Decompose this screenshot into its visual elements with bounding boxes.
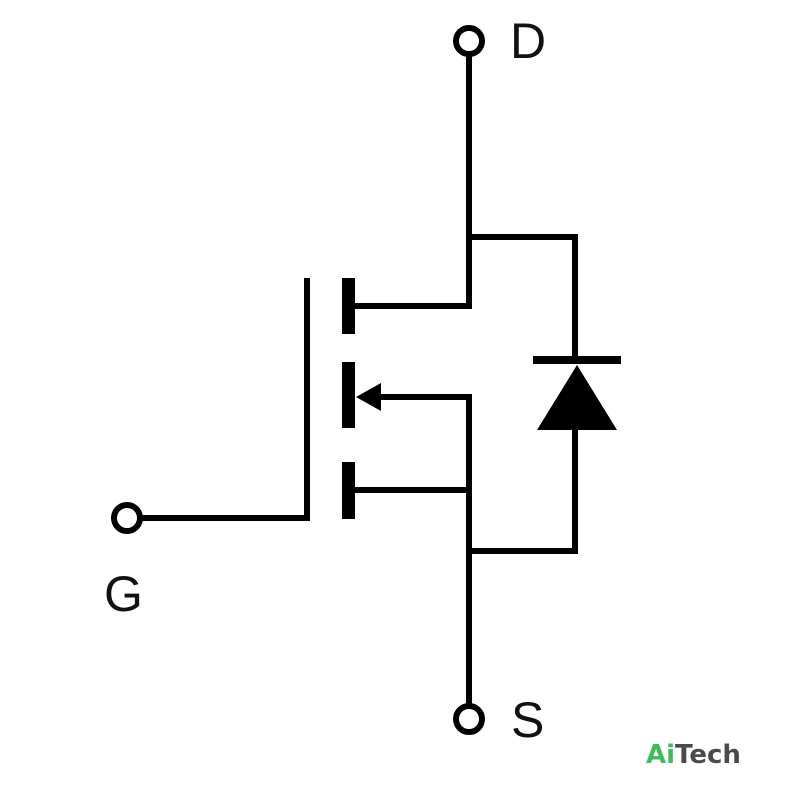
- source-label: S: [511, 692, 544, 748]
- logo-part-ai: Ai: [646, 740, 675, 770]
- drain-terminal[interactable]: [453, 25, 485, 57]
- channel-segment-middle: [342, 362, 355, 428]
- body-arrow-icon: [356, 383, 381, 411]
- gate-terminal[interactable]: [111, 502, 143, 534]
- diode-triangle-icon: [537, 365, 617, 430]
- channel-segment-bottom: [342, 462, 355, 519]
- logo-part-tech: Tech: [675, 740, 741, 770]
- diode-cathode-bar: [533, 356, 621, 364]
- drain-label: D: [510, 13, 546, 69]
- aitech-logo: AiTech: [646, 740, 741, 770]
- channel-segment-top: [342, 278, 355, 334]
- source-terminal[interactable]: [453, 703, 485, 735]
- gate-label: G: [104, 566, 143, 622]
